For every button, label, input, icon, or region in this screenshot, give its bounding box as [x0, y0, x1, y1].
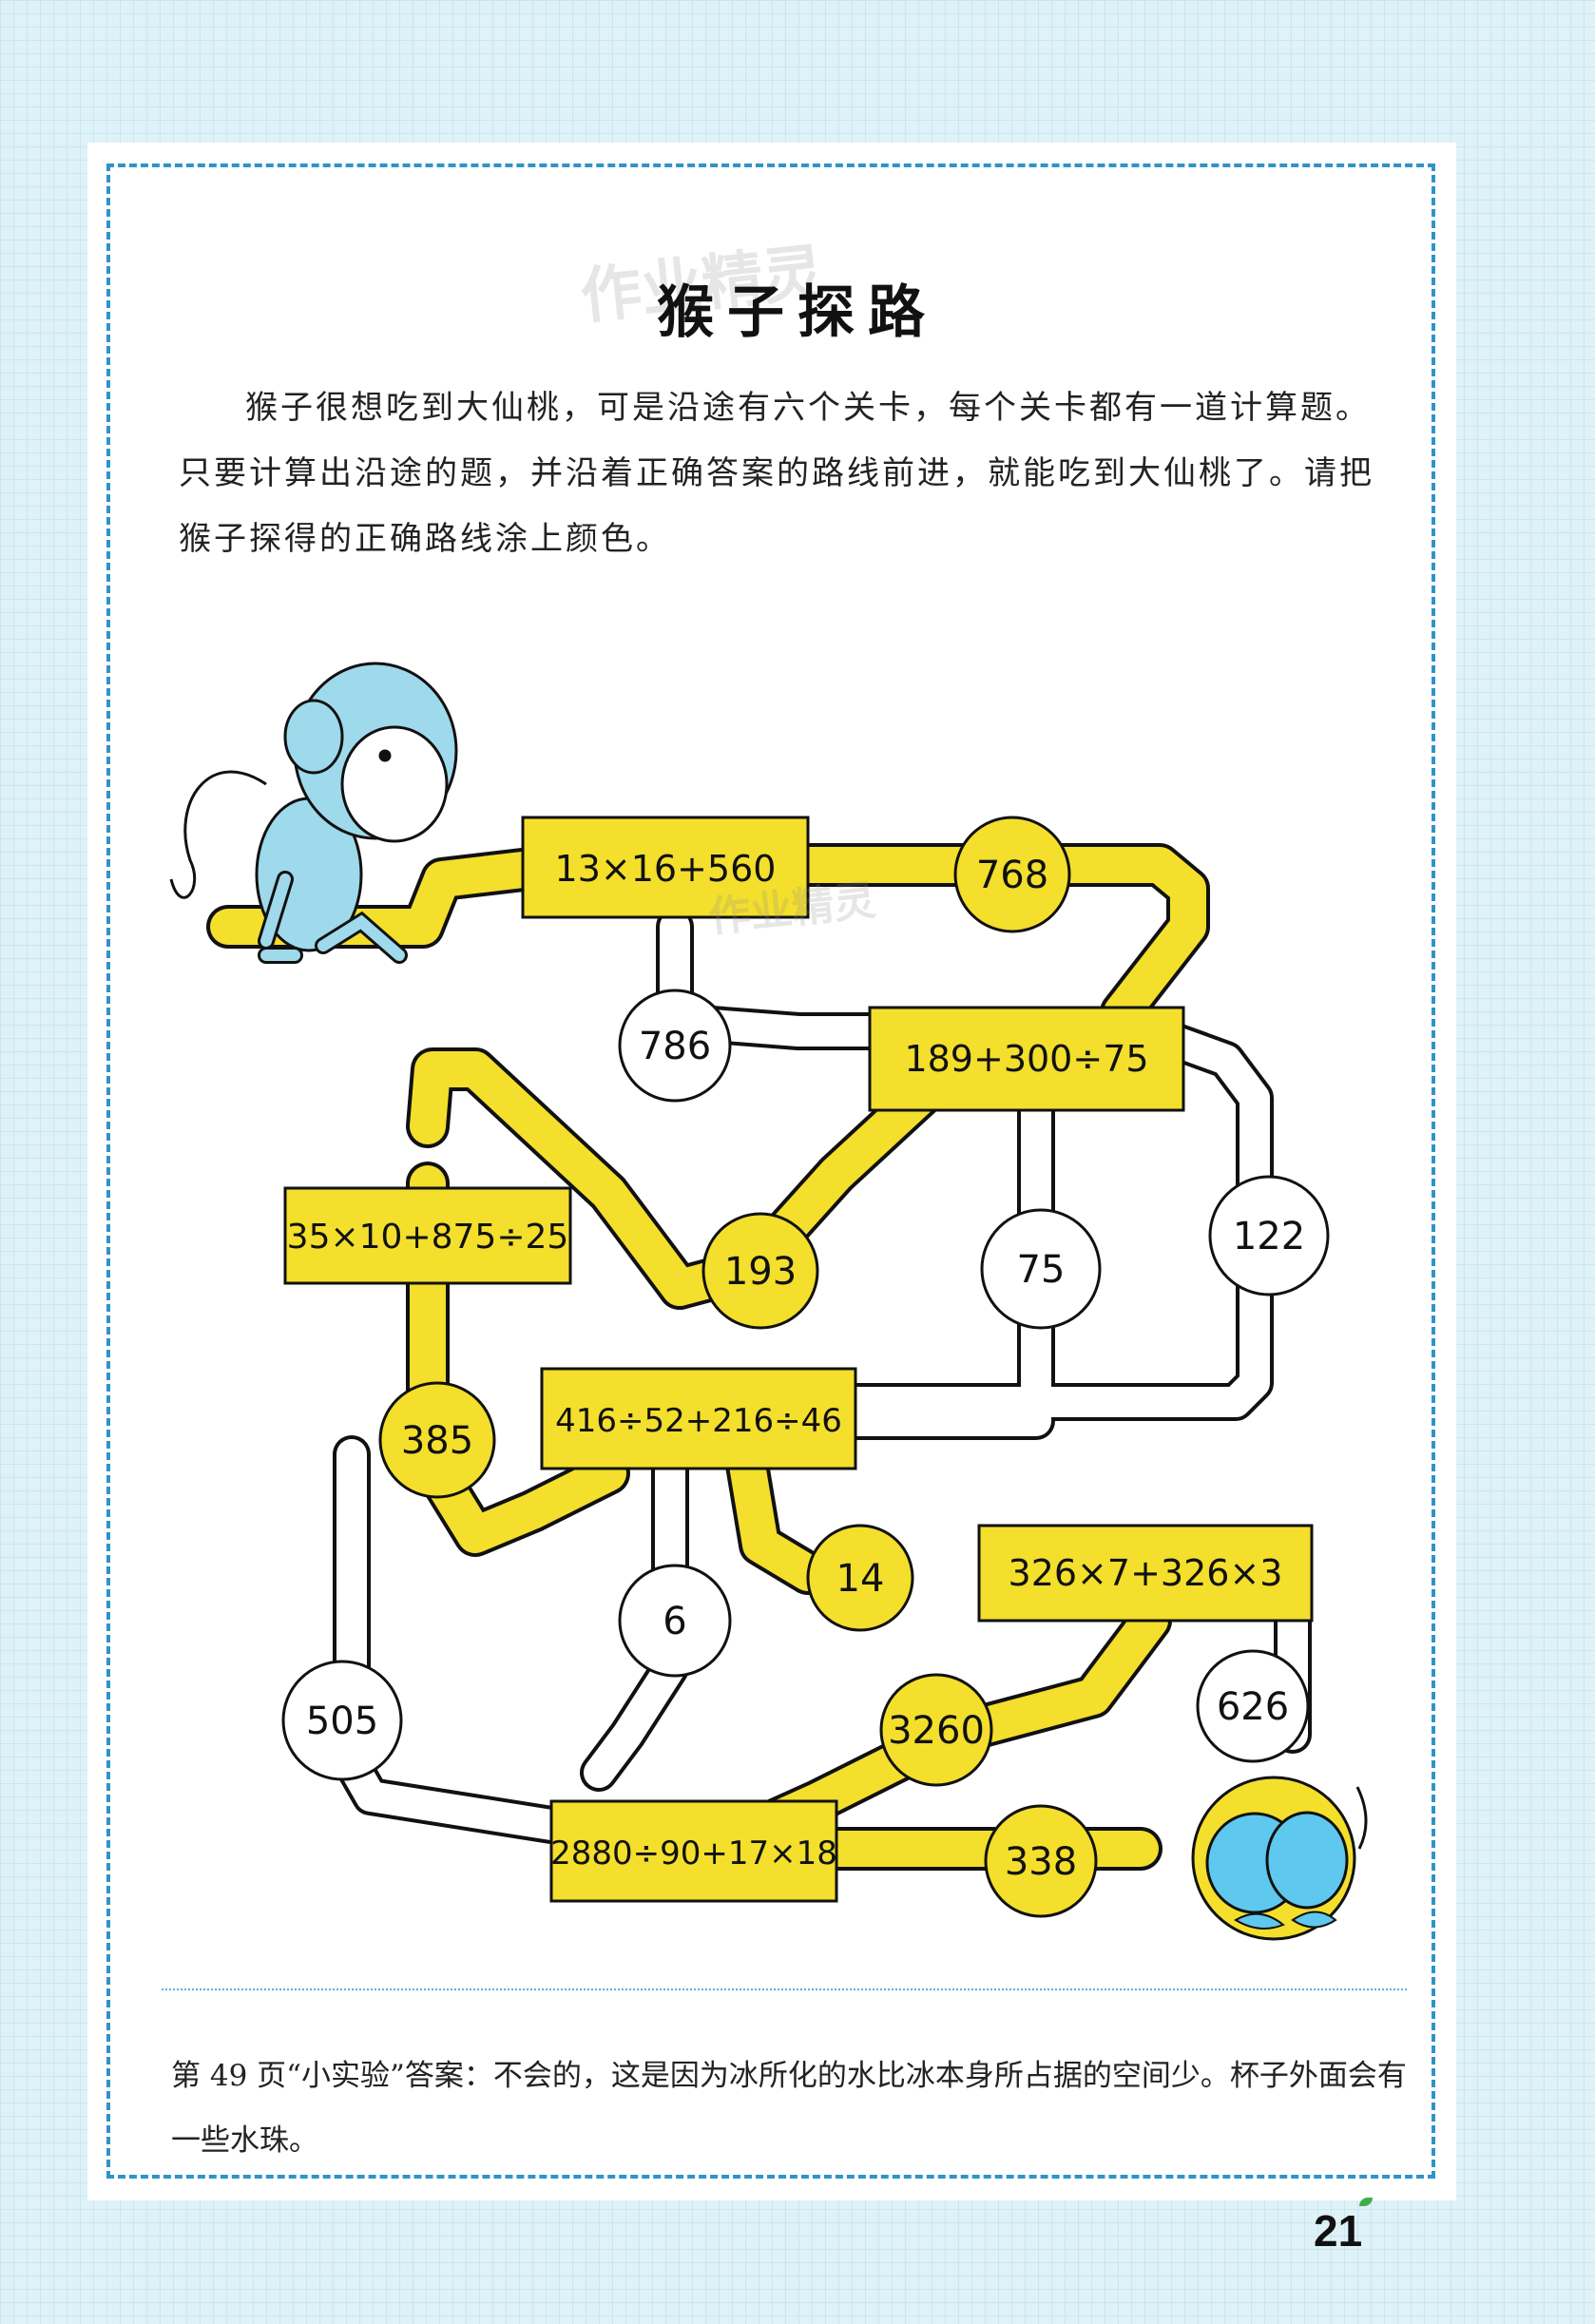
- maze-drawing: 13×16+560 189+300÷75 35×10+875÷25 416÷52…: [152, 642, 1388, 1972]
- circle-786-label: 786: [639, 1025, 711, 1068]
- footer-divider: [162, 1988, 1407, 1990]
- answer-note: 第 49 页“小实验”答案：不会的，这是因为冰所化的水比冰本身所占据的空间少。杯…: [171, 2044, 1407, 2173]
- box-6-label: 2880÷90+17×18: [550, 1834, 837, 1873]
- peach-icon: [1193, 1777, 1366, 1939]
- circle-3260-label: 3260: [888, 1709, 985, 1753]
- circle-75-label: 75: [1017, 1248, 1066, 1292]
- box-5-label: 326×7+326×3: [1009, 1552, 1283, 1594]
- box-6: 2880÷90+17×18: [550, 1801, 837, 1901]
- circle-768-label: 768: [976, 854, 1048, 897]
- maze: 13×16+560 189+300÷75 35×10+875÷25 416÷52…: [152, 642, 1388, 1972]
- box-4: 416÷52+216÷46: [542, 1369, 855, 1469]
- circle-193-label: 193: [724, 1250, 797, 1294]
- intro-text: 猴子很想吃到大仙桃，可是沿途有六个关卡，每个关卡都有一道计算题。只要计算出沿途的…: [179, 375, 1405, 572]
- page-number: 21: [1314, 2205, 1362, 2257]
- circle-14-label: 14: [836, 1557, 885, 1601]
- box-3: 35×10+875÷25: [285, 1188, 570, 1283]
- circle-122-label: 122: [1233, 1215, 1305, 1258]
- circle-6-label: 6: [663, 1600, 686, 1643]
- box-3-label: 35×10+875÷25: [287, 1218, 569, 1257]
- box-2: 189+300÷75: [870, 1008, 1183, 1110]
- circle-385-label: 385: [401, 1419, 473, 1463]
- circle-505-label: 505: [306, 1700, 378, 1743]
- circle-338-label: 338: [1005, 1840, 1077, 1884]
- box-2-label: 189+300÷75: [904, 1038, 1148, 1080]
- box-5: 326×7+326×3: [979, 1526, 1312, 1621]
- circle-626-label: 626: [1217, 1685, 1289, 1729]
- page-title: 猴子探路: [0, 266, 1595, 349]
- box-4-label: 416÷52+216÷46: [555, 1402, 842, 1440]
